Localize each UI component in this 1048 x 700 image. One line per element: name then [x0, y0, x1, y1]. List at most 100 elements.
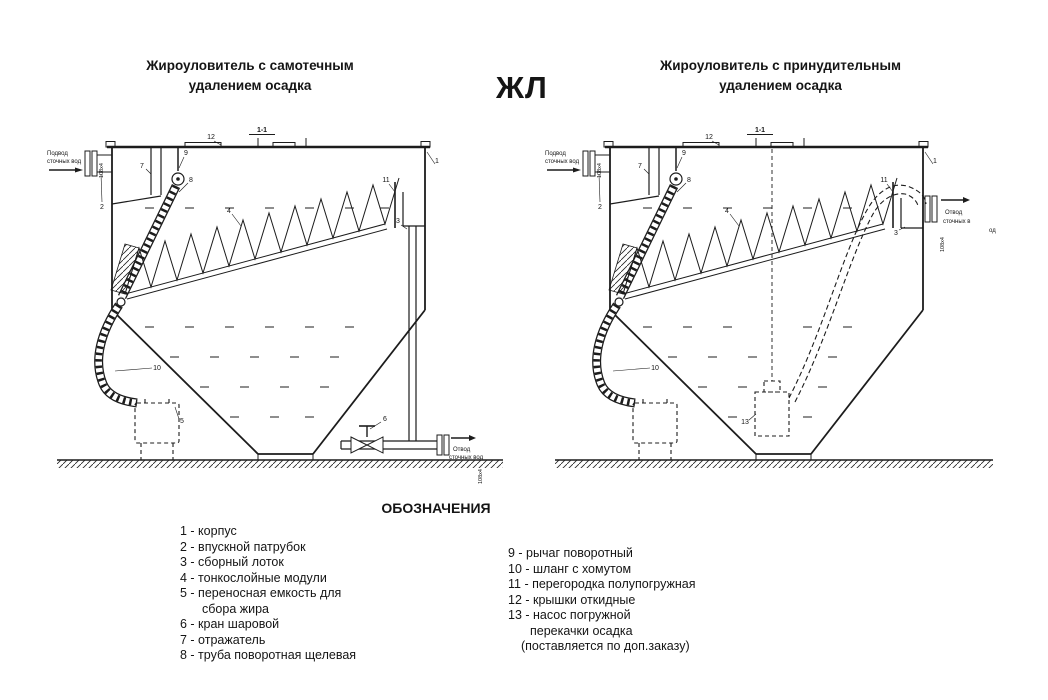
pivot-lever: [669, 147, 683, 186]
right-diagram-title: Жироуловитель с принудительным удалением…: [608, 56, 953, 97]
callout-10: 10: [153, 365, 161, 372]
series-mark: ЖЛ: [496, 70, 548, 105]
lamella-modules: [608, 177, 898, 300]
inlet-label-line2: сточных вод: [47, 159, 82, 165]
left-title-line2: удалением осадка: [188, 78, 312, 94]
legend-item-8: 8 - труба поворотная щелевая: [180, 648, 357, 662]
inlet-arrow-icon: [547, 167, 581, 173]
legend-column-right: 9 - рычаг поворотный 10 - шланг с хомуто…: [508, 546, 696, 655]
hose-with-clamp: [592, 302, 636, 408]
inlet-pipe-size: 108x4: [99, 163, 105, 178]
callout-13: 13: [741, 419, 749, 426]
portable-grease-container: [632, 397, 678, 460]
portable-grease-container: [134, 397, 180, 460]
legend-item-9: 9 - рычаг поворотный: [508, 546, 633, 560]
inlet-arrow-icon: [49, 167, 83, 173]
pivot-lever: [171, 147, 185, 186]
discharge-hose: [788, 184, 927, 403]
callout-1: 1: [933, 158, 937, 165]
legend-column-left: 1 - корпус 2 - впускной патрубок 3 - сбо…: [180, 524, 356, 664]
outlet-pipe-size: 108x4: [940, 237, 946, 252]
callout-6: 6: [383, 416, 387, 423]
section-mark: 1-1: [755, 127, 765, 134]
outlet-arrow-icon: [941, 197, 970, 203]
lamella-modules: [110, 177, 400, 300]
rotating-slotted-pipe: [614, 184, 679, 307]
callout-8: 8: [687, 177, 691, 184]
outlet-arrow-icon: [451, 435, 476, 441]
diagram-forced-removal: Подвод сточных вод 108x4 1-1: [545, 127, 996, 468]
submersible-pump: [754, 380, 790, 437]
right-title-line2: удалением осадка: [719, 78, 842, 94]
legend-item-13-cont1: перекачки осадка: [530, 623, 633, 638]
deflector-baffle: [111, 147, 162, 205]
water-level-marks: [145, 207, 389, 418]
legend-item-2: 2 - впускной патрубок: [180, 539, 306, 554]
left-title-line1: Жироуловитель с самотечным: [146, 58, 354, 73]
callouts: 12 9 7 8 2 4 11 1 3 10 13: [598, 134, 937, 426]
legend-item-12: 12 - крышки откидные: [508, 592, 636, 607]
callout-1: 1: [435, 158, 439, 165]
callout-12: 12: [207, 134, 215, 141]
ground-hatching: [57, 459, 503, 468]
outlet-label-line1: Отвод: [945, 210, 963, 216]
legend-item-7: 7 - отражатель: [180, 632, 266, 647]
left-diagram-title: Жироуловитель с самотечным удалением оса…: [105, 56, 395, 97]
legend-item-1: 1 - корпус: [180, 524, 237, 538]
callout-9: 9: [184, 150, 188, 157]
drain-pipe: [340, 226, 437, 450]
callout-4: 4: [227, 208, 231, 215]
callout-2: 2: [100, 204, 104, 211]
tank-body: [603, 138, 929, 460]
callout-12: 12: [705, 134, 713, 141]
hinged-cover: [272, 142, 296, 148]
callout-11: 11: [880, 177, 887, 184]
rotating-slotted-pipe: [116, 184, 181, 307]
callouts: 12 9 7 8 2 4 11 1 3 10 5 6: [100, 134, 439, 425]
hose-with-clamp: [94, 302, 138, 408]
outlet-label-line2: сточных в: [943, 219, 971, 225]
legend-item-6: 6 - кран шаровой: [180, 617, 280, 631]
callout-4: 4: [725, 208, 729, 215]
outlet-label-line1: Отвод: [453, 447, 471, 453]
legend-item-13-cont2: (поставляется по доп.заказу): [521, 639, 690, 653]
callout-leaders: [100, 140, 436, 430]
callout-leaders: [598, 140, 934, 421]
callout-9: 9: [682, 150, 686, 157]
callout-10: 10: [651, 365, 659, 372]
outlet-pipe-size: 108x4: [478, 469, 484, 484]
inlet-assembly: [84, 150, 112, 177]
hinged-cover: [770, 142, 794, 148]
inlet-label-line1: Подвод: [47, 151, 68, 157]
collection-trough: [402, 192, 425, 227]
legend-title: ОБОЗНАЧЕНИЯ: [381, 500, 491, 516]
outlet-flange: [436, 434, 450, 456]
water-level-marks: [643, 207, 852, 418]
legend-item-10: 10 - шланг с хомутом: [508, 561, 632, 576]
legend-item-5: 5 - переносная емкость для: [180, 586, 342, 600]
collection-trough: [900, 198, 923, 229]
callout-7: 7: [140, 163, 144, 170]
ground-hatching: [555, 459, 993, 468]
callout-7: 7: [638, 163, 642, 170]
callout-5: 5: [180, 418, 184, 425]
outlet-label-line2: сточных вод: [449, 455, 484, 461]
outlet-flange: [924, 195, 938, 223]
callout-3: 3: [396, 218, 400, 225]
inlet-label-line2: сточных вод: [545, 159, 580, 165]
legend-item-3: 3 - сборный лоток: [180, 555, 284, 569]
right-title-line1: Жироуловитель с принудительным: [660, 58, 901, 73]
legend-item-13: 13 - насос погружной: [508, 608, 631, 622]
callout-8: 8: [189, 177, 193, 184]
inlet-pipe-size: 108x4: [597, 163, 603, 178]
inlet-label-line1: Подвод: [545, 151, 566, 157]
section-mark: 1-1: [257, 127, 267, 134]
legend-item-5-cont: сбора жира: [202, 601, 269, 616]
tank-body: [105, 138, 431, 460]
legend-item-11: 11 - перегородка полупогружная: [508, 577, 696, 591]
outlet-label-line3: од: [989, 228, 996, 234]
deflector-baffle: [609, 147, 660, 205]
callout-3: 3: [894, 230, 898, 237]
legend-item-4: 4 - тонкослойные модули: [180, 570, 327, 585]
